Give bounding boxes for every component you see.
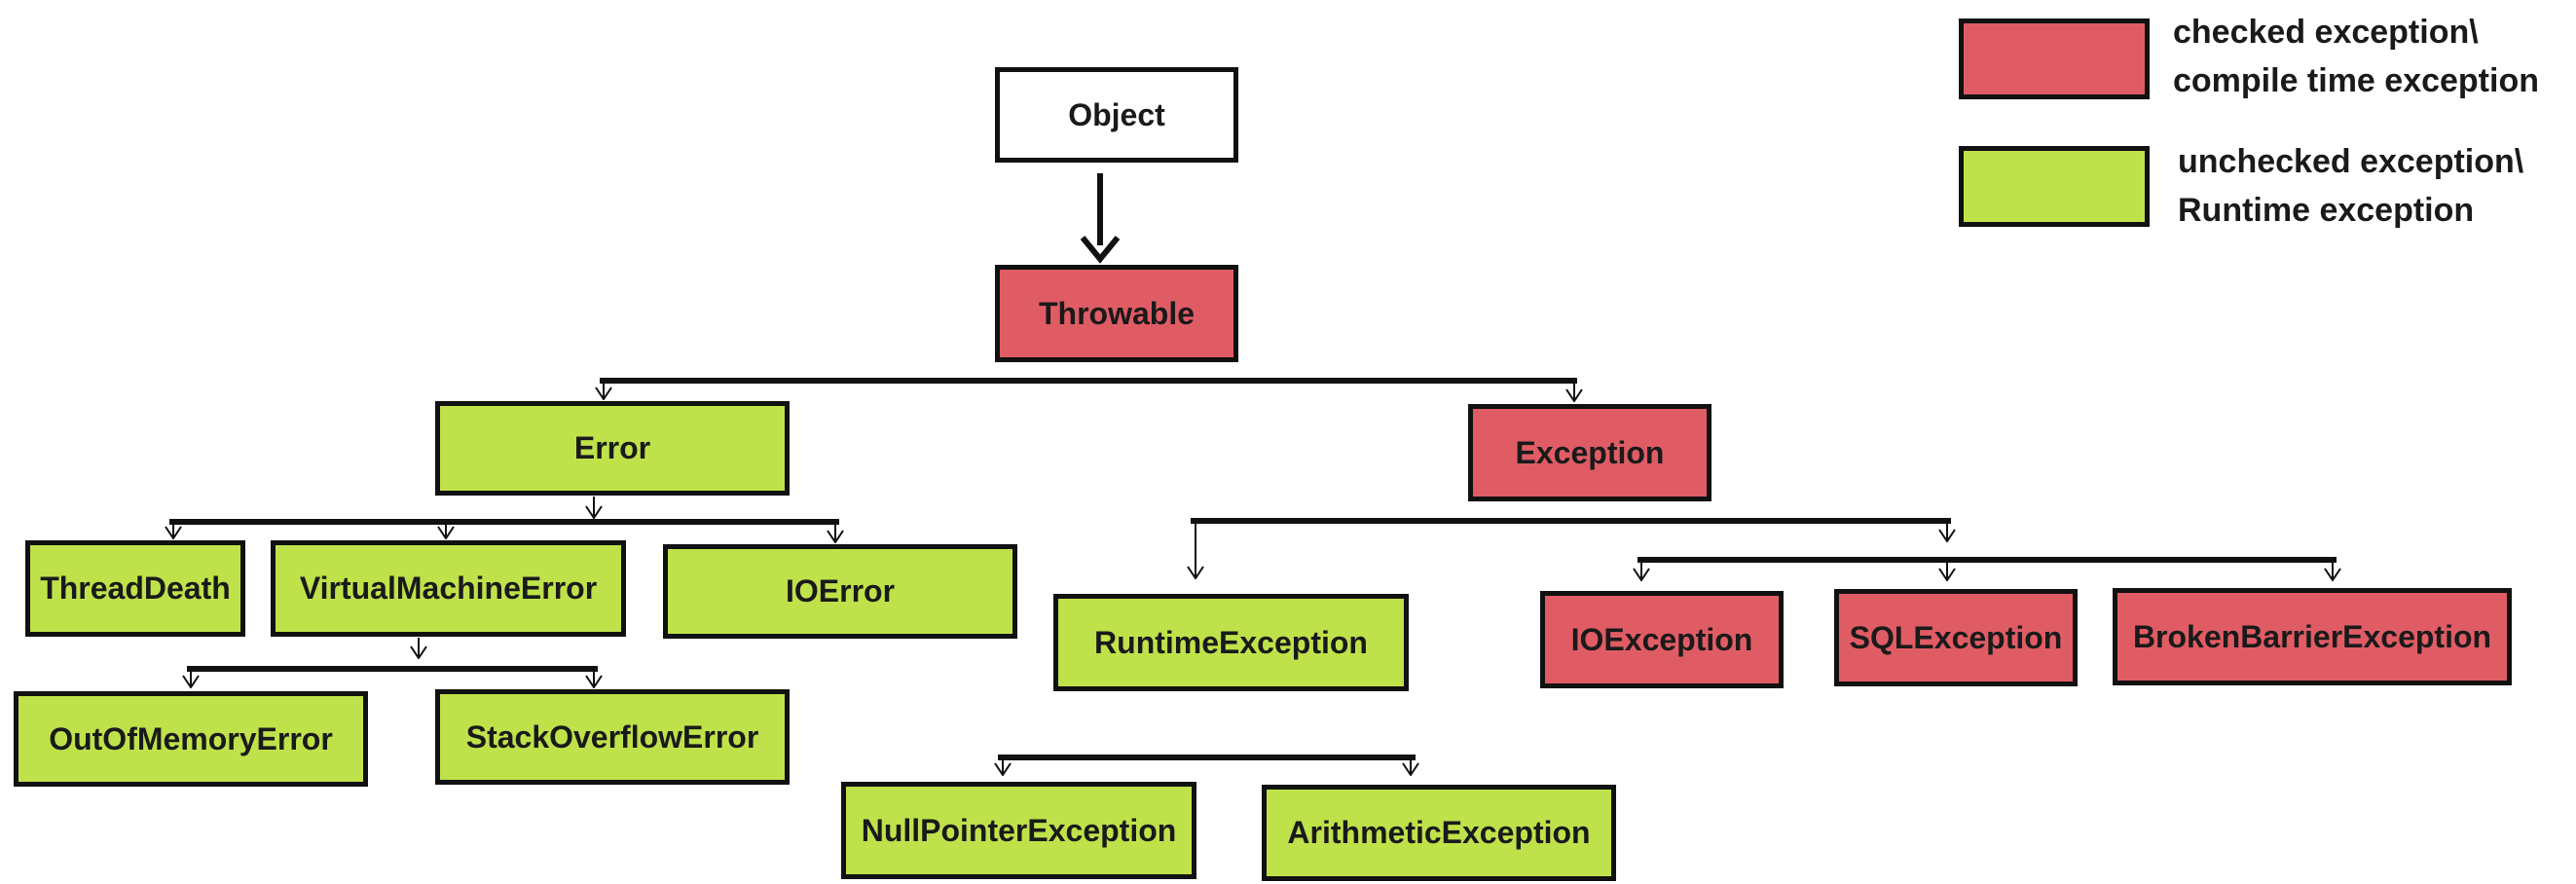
legend-checked-swatch xyxy=(1959,18,2150,99)
legend-checked-label: checked exception\ compile time exceptio… xyxy=(2173,8,2539,105)
legend-unchecked-line1: unchecked exception\ xyxy=(2178,143,2524,180)
node-throwable: Throwable xyxy=(995,265,1238,362)
legend-checked-line2: compile time exception xyxy=(2173,62,2539,99)
node-null-pointer-exception: NullPointerException xyxy=(841,782,1196,879)
legend-checked-line1: checked exception\ xyxy=(2173,14,2479,51)
edge-vme-children xyxy=(187,638,598,687)
node-thread-death: ThreadDeath xyxy=(25,540,245,637)
edge-error-children xyxy=(169,497,839,542)
edge-throwable-children xyxy=(600,378,1577,401)
node-io-exception: IOException xyxy=(1540,591,1784,688)
node-virtual-machine-error: VirtualMachineError xyxy=(271,540,626,637)
node-exception: Exception xyxy=(1468,404,1711,501)
node-stack-overflow-error: StackOverflowError xyxy=(435,689,790,785)
node-sql-exception: SQLException xyxy=(1834,589,2078,686)
node-out-of-memory-error: OutOfMemoryError xyxy=(14,691,368,787)
node-io-error: IOError xyxy=(663,544,1017,639)
node-arithmetic-exception: ArithmeticException xyxy=(1262,785,1616,881)
edge-runtime-children xyxy=(998,755,1416,775)
node-object: Object xyxy=(995,67,1238,163)
legend-unchecked-swatch xyxy=(1959,146,2150,227)
legend-unchecked-label: unchecked exception\ Runtime exception xyxy=(2178,137,2523,235)
node-error: Error xyxy=(435,401,790,496)
node-broken-barrier-exception: BrokenBarrierException xyxy=(2113,588,2512,685)
legend-unchecked-line2: Runtime exception xyxy=(2178,192,2475,229)
edge-object-throwable xyxy=(1080,173,1121,264)
node-runtime-exception: RuntimeException xyxy=(1053,594,1409,691)
edge-exception-children xyxy=(1191,518,2337,580)
